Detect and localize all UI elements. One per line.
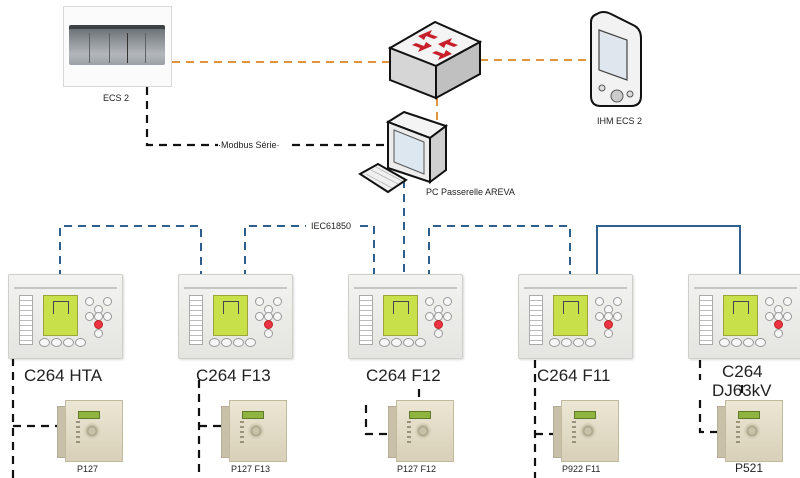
c264-dj63kv-device[interactable] [688, 274, 800, 359]
relay-p922-f11-device[interactable] [553, 400, 619, 462]
iec61850-label: IEC61850 [310, 221, 353, 231]
c264-f12-device[interactable] [348, 274, 463, 359]
relay-p127-f13-label: P127 F13 [231, 464, 271, 474]
c264-f13-device[interactable] [178, 274, 293, 359]
ecs2-label: ECS 2 [103, 93, 130, 103]
relay-p521-device[interactable] [717, 400, 783, 462]
c264-dj63kv-label-line2: DJ63kV [712, 381, 772, 400]
iec-link-hta-f13 [59, 225, 202, 278]
relay-p127-label: P127 [77, 464, 99, 474]
relay-p127-f12-label: P127 F12 [397, 464, 437, 474]
c264-hta-device[interactable] [8, 274, 123, 359]
c264-hta-label: C264 HTA [24, 366, 103, 385]
relay-p127-f13-device[interactable] [221, 400, 287, 462]
ethernet-links [172, 59, 591, 122]
lcd-screen [43, 295, 78, 336]
plc-rack-icon [69, 25, 165, 31]
relay-serial-links [11, 358, 744, 478]
iec-link-f11-dj63kv [596, 225, 741, 278]
ecs2-plc-device[interactable] [63, 6, 172, 87]
network-switch-icon[interactable] [388, 18, 482, 100]
c264-f12-label: C264 F12 [366, 366, 441, 385]
relay-p127-f12-device[interactable] [388, 400, 454, 462]
c264-f11-label: C264 F11 [537, 366, 611, 385]
desktop-computer-icon[interactable] [358, 108, 448, 198]
c264-f11-device[interactable] [518, 274, 633, 359]
hmi-ecs2-label: IHM ECS 2 [597, 116, 643, 126]
pc-passerelle-label: PC Passerelle AREVA [426, 187, 515, 197]
modbus-serial-link [145, 87, 390, 147]
modbus-serie-label: ·Modbus Série· [218, 140, 280, 150]
iec61850-links [59, 180, 571, 278]
keyboard-icon [358, 162, 408, 194]
relay-p127-device[interactable] [57, 400, 123, 462]
iec-link-f13-f12 [244, 225, 306, 278]
c264-dj63kv-label-line1: C264 [722, 362, 763, 381]
iec-link-f12-f11 [428, 225, 571, 278]
relay-p521-label: P521 [735, 461, 764, 475]
relay-p922-f11-label: P922 F11 [562, 464, 601, 474]
pda-handheld-icon[interactable] [589, 10, 643, 108]
c264-f13-label: C264 F13 [196, 366, 271, 385]
